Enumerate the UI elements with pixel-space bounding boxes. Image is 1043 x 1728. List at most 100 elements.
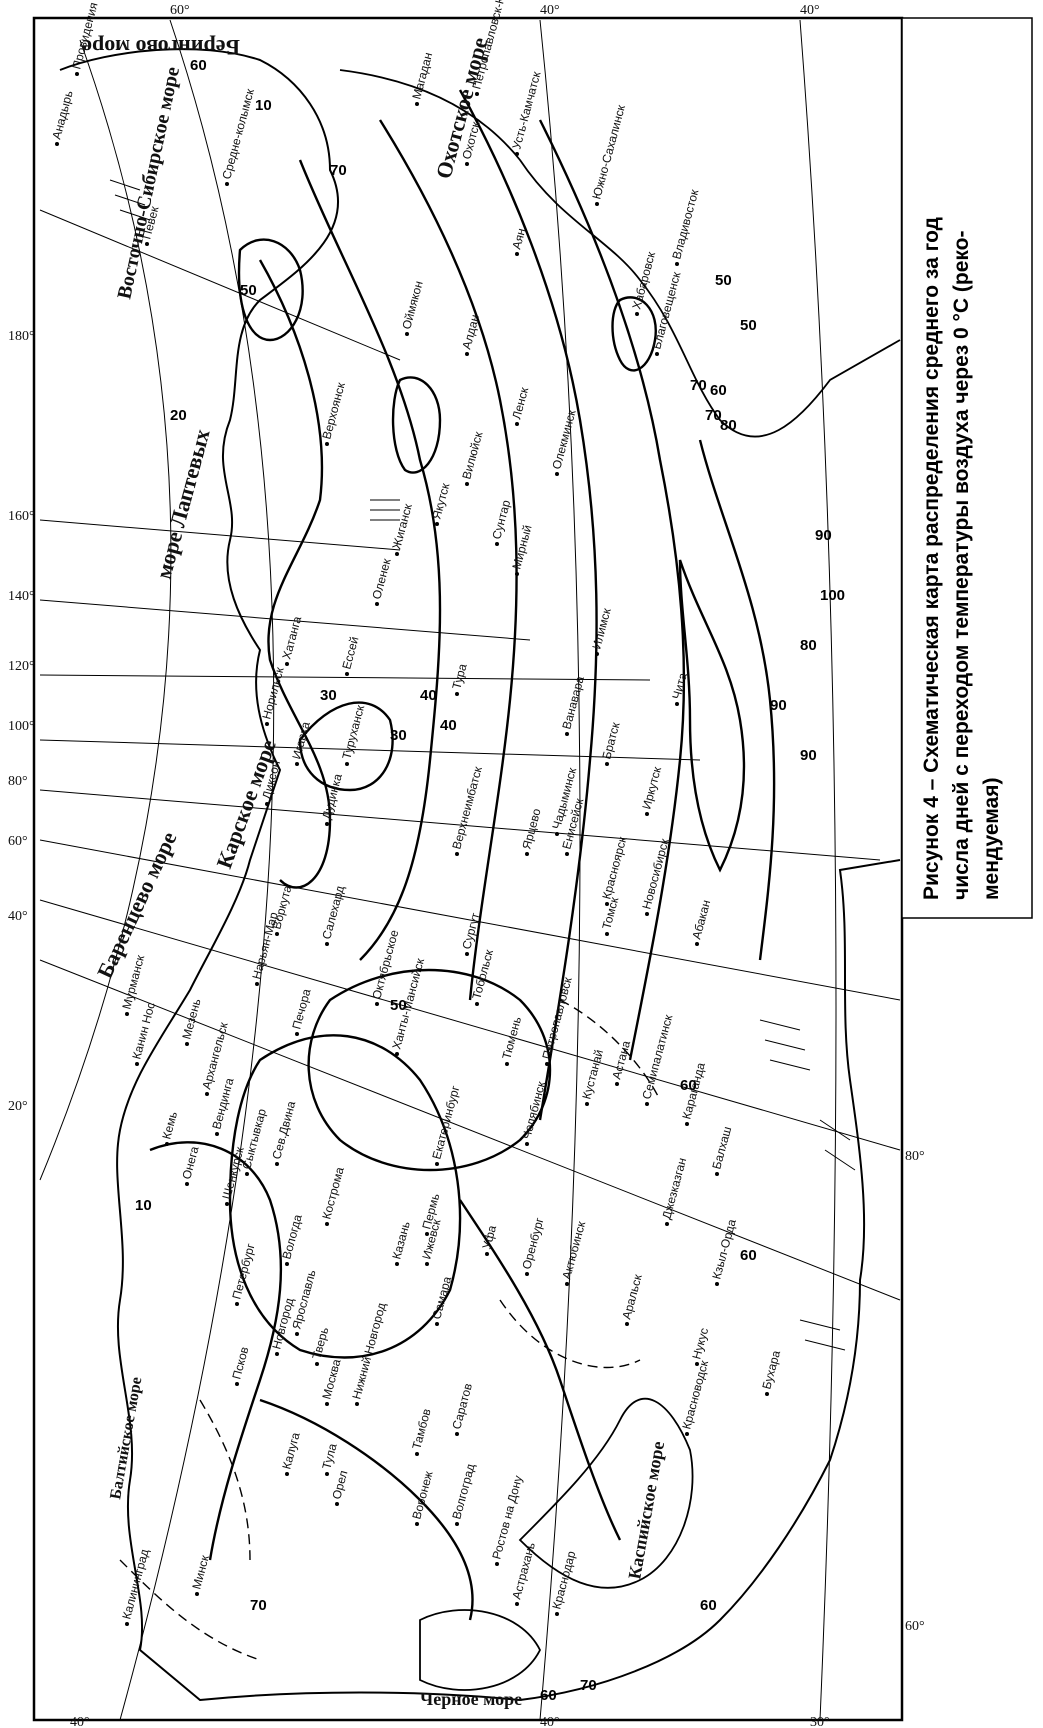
city-label: Петербург: [229, 1241, 257, 1300]
coord-left-40: 40°: [8, 909, 28, 924]
iso-label-2: 20: [170, 407, 187, 424]
coord-left-80: 80°: [8, 774, 28, 789]
coord-left-60: 60°: [8, 834, 28, 849]
isoline-70-europe: [149, 1141, 283, 1561]
isoline-30: [258, 259, 332, 889]
iso-label-21: 90: [800, 747, 817, 764]
city-marker: [375, 602, 379, 606]
sea-label-black: Черное море: [420, 1689, 522, 1709]
iso-label-28: 60: [700, 1597, 717, 1614]
city-marker: [405, 332, 409, 336]
city-marker: [335, 1502, 339, 1506]
city-label: Тура: [449, 662, 469, 691]
caspian-sea-outline: [518, 1397, 694, 1589]
iso-label-13: 50: [715, 272, 732, 289]
city-label: Казань: [389, 1220, 413, 1261]
iso-label-27: 70: [580, 1677, 597, 1694]
iso-label-12: 40: [440, 717, 457, 734]
city-label: Нукус: [689, 1326, 711, 1360]
city-label: Ярцево: [519, 807, 543, 851]
city-marker: [415, 1522, 419, 1526]
coord-left-180: 180°: [8, 329, 35, 344]
city-label: Иркутск: [639, 765, 664, 811]
city-label: Екатеринбург: [429, 1084, 462, 1161]
city-label: Петропавловск: [539, 975, 575, 1061]
city-label: Хатанга: [279, 614, 304, 660]
coord-left-160: 160°: [8, 509, 35, 524]
city-label: Мезень: [179, 997, 203, 1041]
city-label: Красноводск: [679, 1358, 711, 1430]
iso-label-17: 50: [390, 997, 407, 1014]
isoline-30-inner: [298, 701, 394, 792]
city-marker: [185, 1042, 189, 1046]
meridian-160: [39, 519, 401, 551]
hatch-altai: [759, 1019, 811, 1071]
city-marker: [375, 1002, 379, 1006]
city-label: Вологда: [279, 1213, 304, 1261]
coordinate-labels: 60° 40° 40° 40° 40° 30° 80° 60° 180° 160…: [8, 3, 925, 1728]
coord-bottom-2: 40°: [540, 1715, 560, 1728]
city-marker: [605, 932, 609, 936]
city-label: Тамбов: [409, 1407, 433, 1451]
city-label: Олекминск: [549, 408, 578, 471]
city-marker: [455, 852, 459, 856]
city-marker: [615, 1082, 619, 1086]
city-marker: [495, 1562, 499, 1566]
city-marker: [235, 1302, 239, 1306]
caption-line-1: Рисунок 4 – Схематическая карта распреде…: [920, 217, 943, 900]
city-marker: [275, 932, 279, 936]
coord-right-2: 60°: [905, 1619, 925, 1634]
city-label: Жиганск: [389, 502, 415, 551]
caption-line-3: мендуемая): [980, 778, 1003, 900]
city-label: Туруханск: [339, 703, 367, 761]
city-label: Красноярск: [599, 835, 629, 901]
coord-right-1: 80°: [905, 1149, 925, 1164]
city-label: Канин Нос: [129, 1001, 158, 1061]
city-marker: [235, 1382, 239, 1386]
city-label: Калининград: [119, 1548, 151, 1621]
dashed-lines: [119, 999, 661, 1661]
isoline-50-yakutia: [391, 376, 442, 474]
city-marker: [165, 1142, 169, 1146]
isoline-60: [458, 89, 598, 1121]
city-marker: [685, 1432, 689, 1436]
city-marker: [325, 822, 329, 826]
isoline-50-west-siberia: [307, 968, 552, 1172]
coastline-pacific: [339, 69, 901, 438]
city-label: Онега: [179, 1145, 201, 1181]
city-marker: [265, 802, 269, 806]
city-marker: [695, 942, 699, 946]
coord-top-2: 40°: [540, 3, 560, 18]
parallel-40: [799, 19, 837, 1721]
city-label: Илимск: [589, 606, 614, 651]
city-marker: [185, 1182, 189, 1186]
city-label: Балхаш: [709, 1125, 734, 1171]
city-marker: [295, 762, 299, 766]
city-label: Челябинск: [519, 1079, 548, 1141]
city-marker: [55, 142, 59, 146]
coord-top-3: 40°: [800, 3, 820, 18]
hatch-pamir: [799, 1319, 846, 1351]
city-marker: [125, 1622, 129, 1626]
city-label: Владивосток: [669, 187, 701, 260]
city-marker: [285, 662, 289, 666]
iso-label-4: 40: [420, 687, 437, 704]
city-label: Братск: [599, 720, 622, 761]
city-label: Тула: [319, 1442, 339, 1471]
city-marker: [325, 1402, 329, 1406]
city-marker: [295, 1332, 299, 1336]
coord-left-120: 120°: [8, 659, 35, 674]
city-label: Джезказган: [659, 1156, 689, 1221]
city-label: Оленек: [369, 556, 393, 600]
city-label: Новосибирск: [639, 836, 671, 910]
sea-label-baltic: Балтийское море: [107, 1376, 145, 1501]
caption: Рисунок 4 – Схематическая карта распреде…: [920, 217, 1003, 900]
city-marker: [325, 1222, 329, 1226]
isoline-labels: 10 20 30 40 50 60 70 80 90 100 30 40 50 …: [135, 57, 845, 1704]
city-marker: [625, 1322, 629, 1326]
city-label: Самара: [429, 1275, 454, 1321]
city-marker: [525, 1142, 529, 1146]
city-marker: [555, 832, 559, 836]
dashed-line-4: [119, 1559, 261, 1661]
city-marker: [515, 152, 519, 156]
